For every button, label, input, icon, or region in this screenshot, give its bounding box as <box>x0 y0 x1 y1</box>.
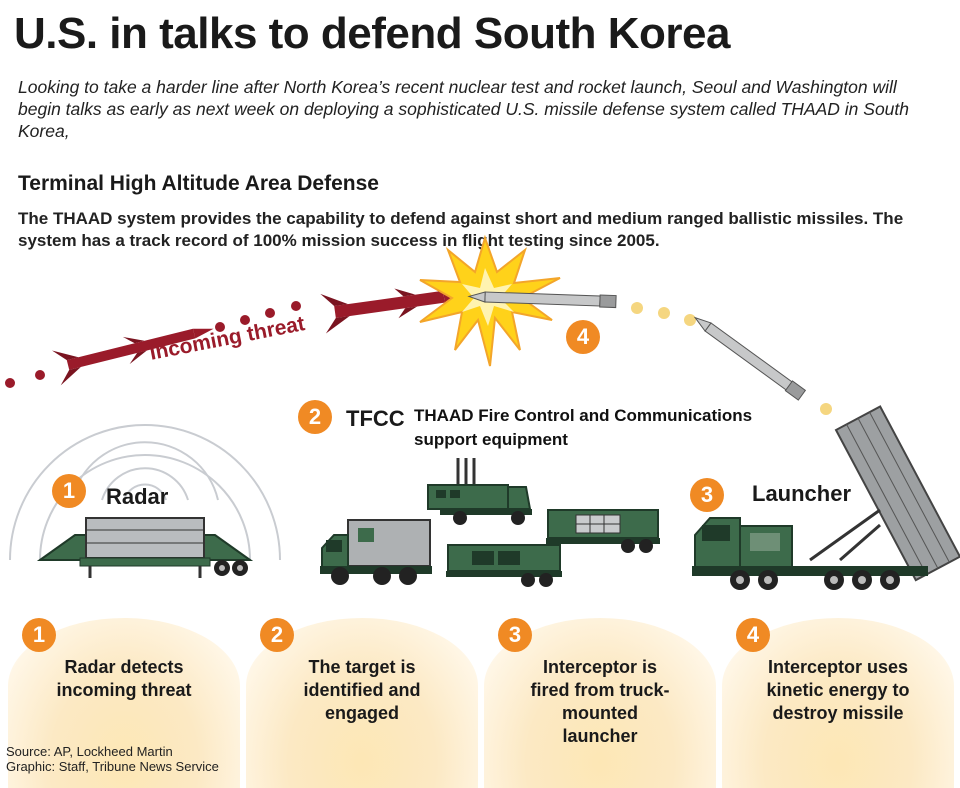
interceptor-missile-icon <box>467 291 617 309</box>
launcher-truck-icon <box>692 405 960 590</box>
intro-paragraph: Looking to take a harder line after Nort… <box>18 77 910 141</box>
step-text: Radar detects incoming threat <box>56 657 192 700</box>
subhead: Terminal High Altitude Area Defense <box>18 172 379 195</box>
headline: U.S. in talks to defend South Korea <box>14 9 730 58</box>
radar-unit-icon <box>36 517 254 578</box>
description-paragraph: The THAAD system provides the capability… <box>18 209 904 250</box>
intercept-number-badge: 4 <box>566 320 600 354</box>
graphic-credit-line: Graphic: Staff, Tribune News Service <box>6 759 219 774</box>
radar-number-badge: 1 <box>52 474 86 508</box>
step-card-3: 3 Interceptor is fired from truck-mounte… <box>484 618 716 788</box>
step-text: Interceptor is fired from truck-mounted … <box>530 657 670 746</box>
tfcc-trailer-1-icon <box>446 544 562 587</box>
source-credit: Source: AP, Lockheed Martin Graphic: Sta… <box>6 744 219 774</box>
tfcc-label: TFCC <box>346 406 405 431</box>
tfcc-description: THAAD Fire Control and Communications su… <box>414 406 753 449</box>
tfcc-truck-2-icon <box>427 458 532 525</box>
step-card-2: 2 The target is identified and engaged <box>246 618 478 788</box>
launcher-label: Launcher <box>752 481 852 506</box>
radar-waves <box>9 424 281 561</box>
step-card-1: 1 Radar detects incoming threat <box>8 618 240 788</box>
step-number-badge: 4 <box>736 618 770 652</box>
tfcc-truck-1-icon <box>320 519 432 585</box>
interceptor-trajectory <box>631 302 832 415</box>
threat-trajectory <box>5 301 301 388</box>
interceptor-missile-icon <box>693 316 807 401</box>
step-text: The target is identified and engaged <box>303 657 421 723</box>
source-line: Source: AP, Lockheed Martin <box>6 744 173 759</box>
step-card-4: 4 Interceptor uses kinetic energy to des… <box>722 618 954 788</box>
tfcc-trailer-2-icon <box>546 509 660 553</box>
step-text: Interceptor uses kinetic energy to destr… <box>766 657 910 723</box>
step-number-badge: 2 <box>260 618 294 652</box>
launcher-number-badge: 3 <box>690 478 724 512</box>
step-number-badge: 1 <box>22 618 56 652</box>
step-number-badge: 3 <box>498 618 532 652</box>
tfcc-number-badge: 2 <box>298 400 332 434</box>
radar-label: Radar <box>106 484 169 509</box>
